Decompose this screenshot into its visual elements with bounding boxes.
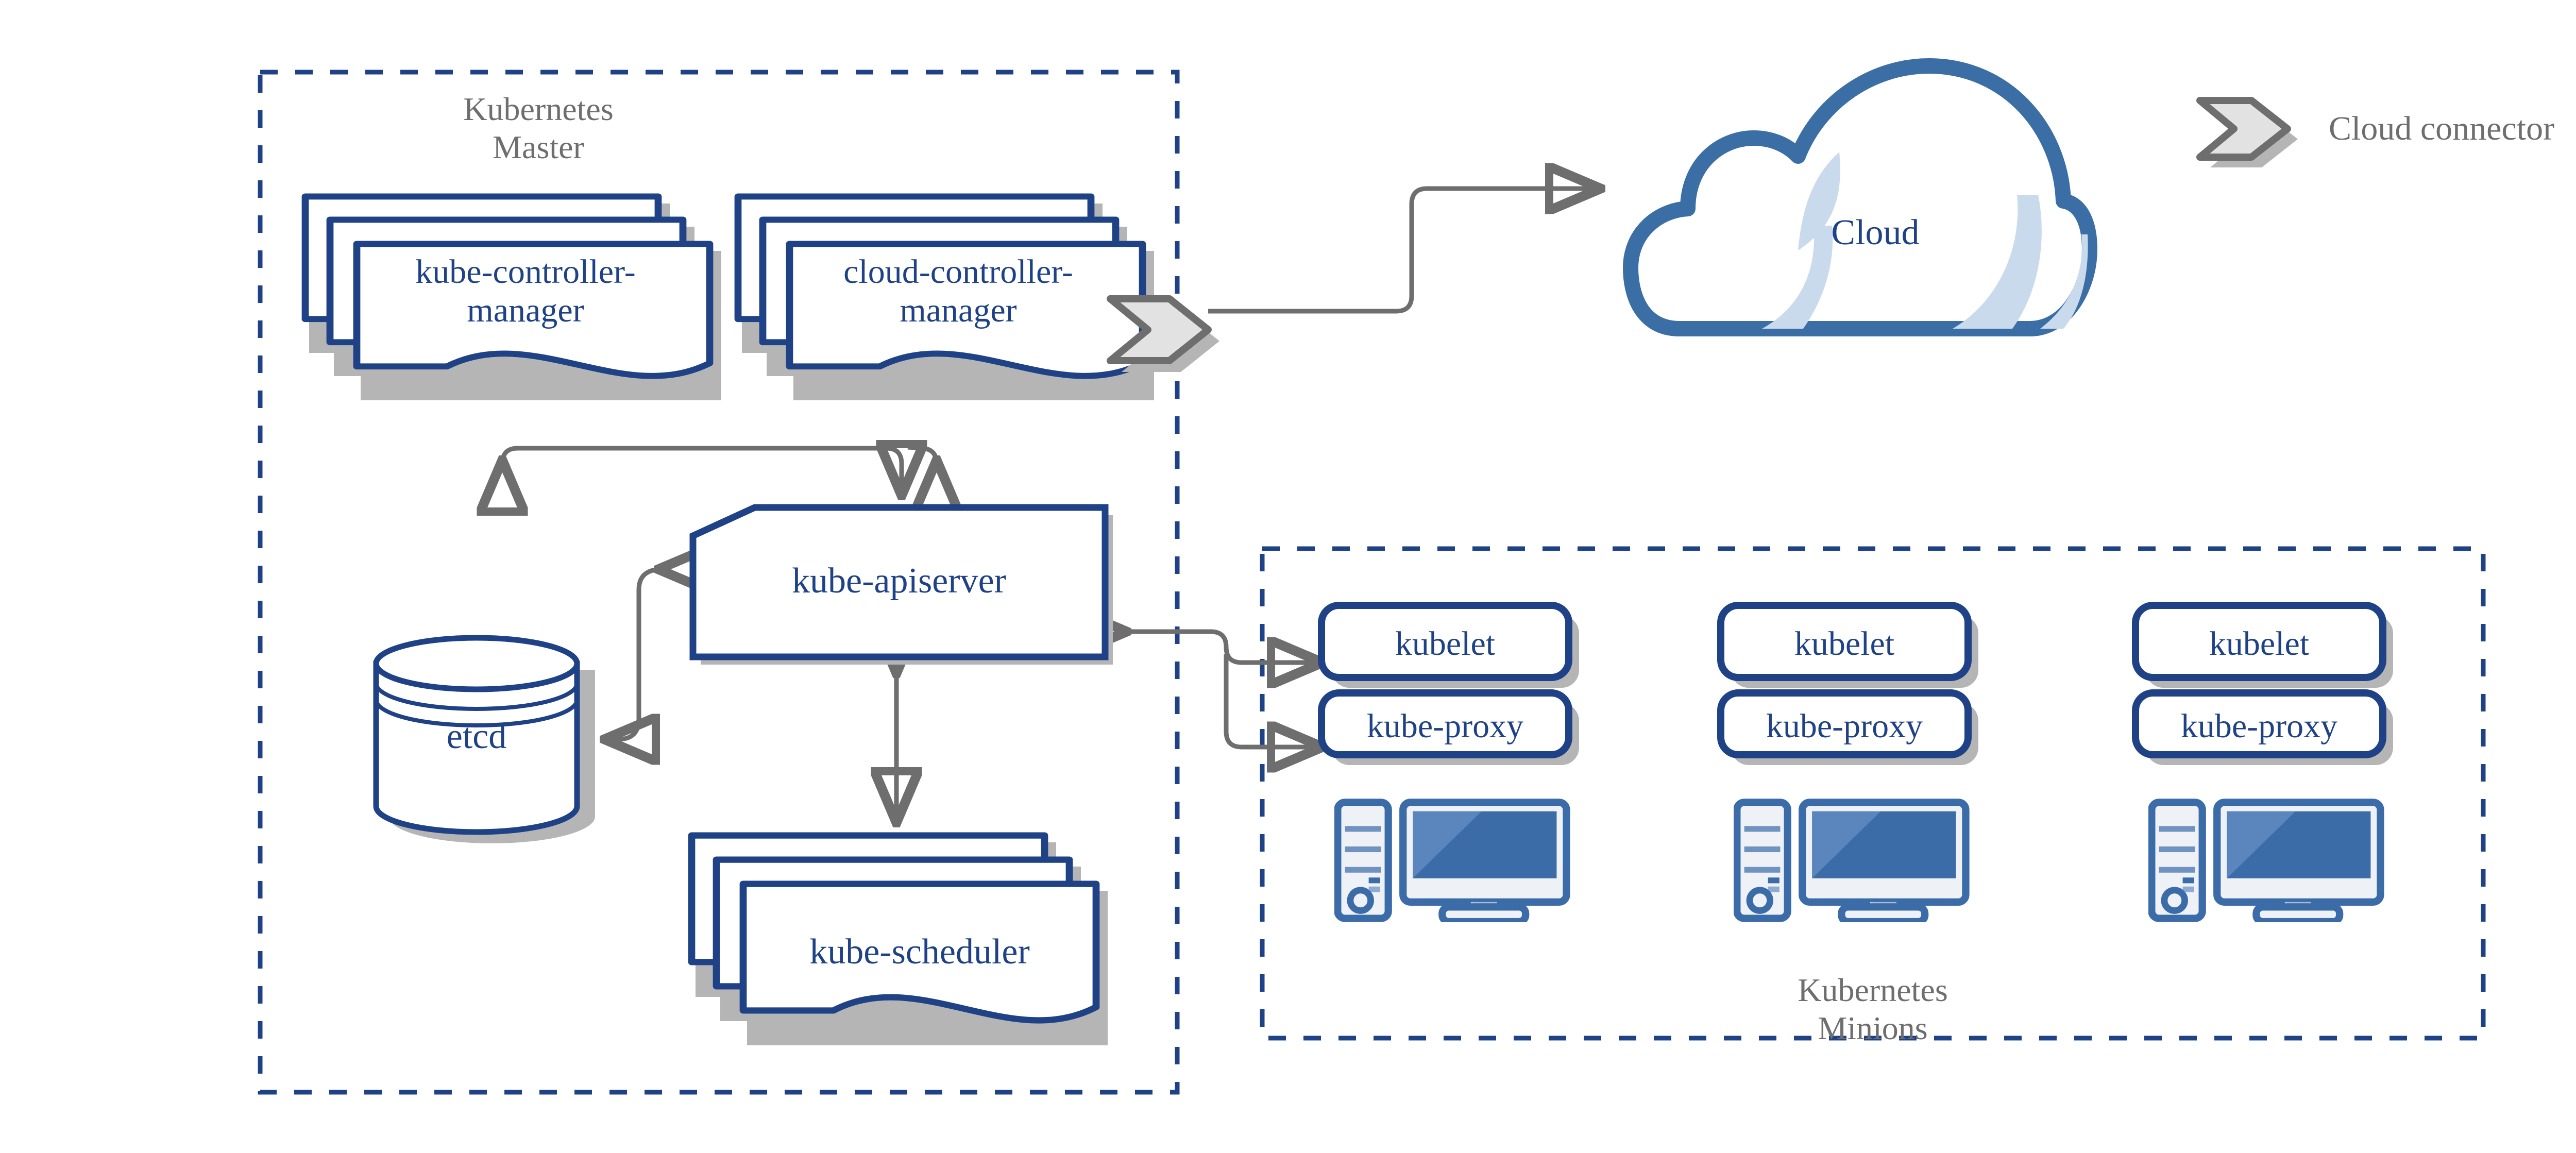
node-etcd[interactable] — [373, 635, 595, 843]
minion-1 — [1318, 602, 1579, 922]
minion-3-kubelet-box[interactable] — [2132, 602, 2386, 681]
minion-3 — [2132, 602, 2393, 922]
connector-apiserver-to-kubelet — [1123, 632, 1319, 663]
minion-2 — [1717, 602, 1978, 922]
minion-1-kube-proxy-box[interactable] — [1318, 689, 1572, 758]
minion-2-computer-icon — [1737, 802, 1965, 922]
connector-ccm-to-apiserver — [907, 445, 937, 464]
cloud-connector-icon-ccm — [1107, 295, 1219, 372]
minion-2-kube-proxy-box[interactable] — [1717, 689, 1972, 758]
minion-3-computer-icon — [2151, 802, 2380, 922]
connector-apiserver-to-etcd — [608, 569, 662, 739]
group-label-kubernetes-master: Kubernetes Master — [463, 91, 614, 166]
minion-2-kubelet-box[interactable] — [1717, 602, 1972, 681]
node-cloud-controller-manager[interactable] — [738, 196, 1155, 400]
node-kube-apiserver[interactable] — [689, 504, 1113, 665]
legend-label-cloud-connector: Cloud connector — [2329, 110, 2555, 147]
group-box-kubernetes-minions — [1260, 546, 2486, 1041]
connector-kcm-to-apiserver — [502, 448, 902, 492]
node-kube-scheduler[interactable] — [692, 836, 1108, 1045]
connector-ccm-to-cloud — [1208, 189, 1597, 314]
group-box-kubernetes-master — [258, 70, 1180, 1095]
minion-3-kube-proxy-box[interactable] — [2132, 689, 2386, 758]
minion-1-kubelet-box[interactable] — [1318, 602, 1572, 681]
connector-apiserver-to-kube-proxy — [1224, 654, 1319, 747]
node-cloud[interactable] — [1623, 58, 2097, 336]
group-label-kubernetes-minions: Kubernetes Minions — [1798, 972, 1948, 1047]
minion-1-computer-icon — [1337, 802, 1566, 922]
legend-cloud-connector-icon — [2196, 97, 2298, 167]
connector-layer — [502, 189, 1597, 819]
node-kube-controller-manager[interactable] — [306, 196, 722, 400]
